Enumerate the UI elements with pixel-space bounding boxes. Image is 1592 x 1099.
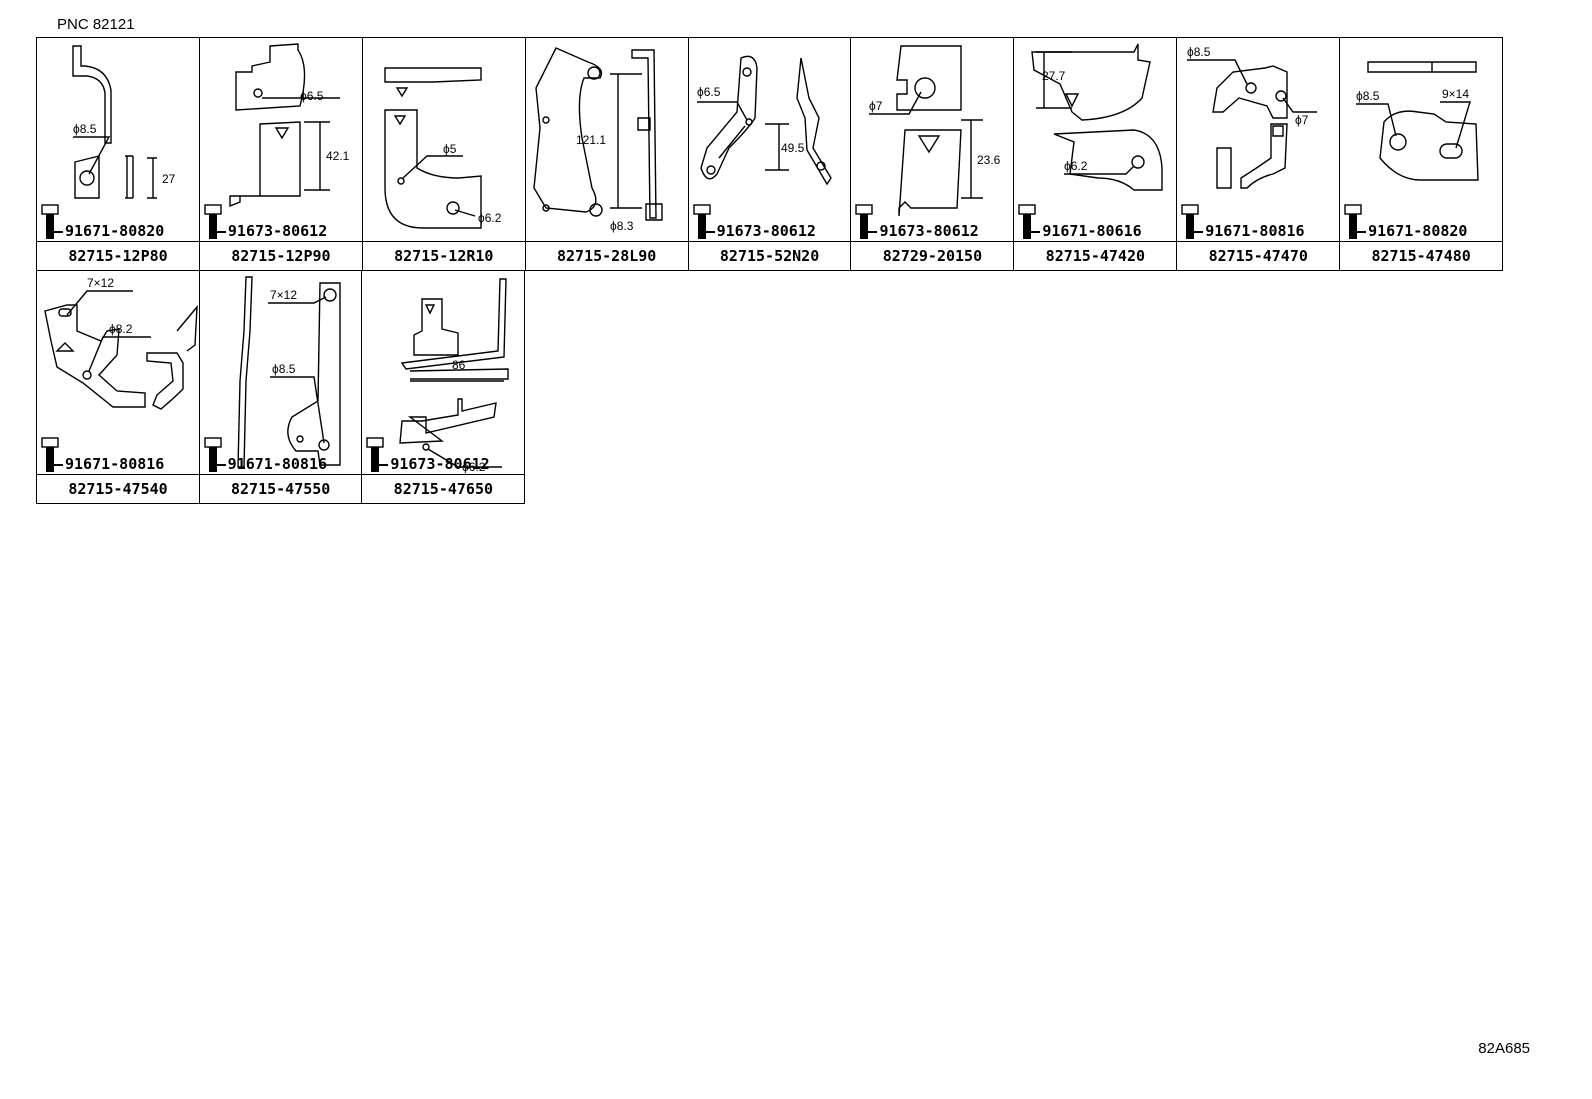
part-cell[interactable]: ϕ8.5 9×14 91671-80820 82715-47480 <box>1339 37 1504 271</box>
part-cell[interactable]: 27.7 ϕ6.2 91671-80616 82715-47420 <box>1013 37 1178 271</box>
svg-text:ϕ5: ϕ5 <box>443 142 457 156</box>
bolt-icon <box>1181 204 1199 239</box>
bolt-part-number: 91673-80612 <box>372 455 490 473</box>
bracket-drawing: ϕ5 ϕ6.2 <box>384 67 502 229</box>
bracket-drawing: 27.7 ϕ6.2 <box>1031 43 1164 191</box>
part-number: 82715-47470 <box>1177 241 1340 270</box>
bolt-part-number: 91673-80612 <box>861 222 979 240</box>
part-cell[interactable]: 86 ϕ6.2 91673-80612 82715-47650 <box>361 270 526 504</box>
bolt-icon <box>41 437 59 472</box>
part-number: 82715-47420 <box>1014 241 1177 270</box>
part-number: 82715-12P80 <box>37 241 199 270</box>
svg-text:9×14: 9×14 <box>1442 87 1469 101</box>
bracket-drawing: ϕ8.5 9×14 <box>1356 61 1479 181</box>
part-cell[interactable]: ϕ8.5 ϕ7 91671-80816 82715-47470 <box>1176 37 1341 271</box>
bolt-icon <box>1344 204 1362 239</box>
bolt-icon <box>203 437 222 472</box>
bolt-part-number: 91671-80816 <box>47 455 164 473</box>
svg-text:ϕ7: ϕ7 <box>869 99 883 113</box>
svg-text:ϕ6.2: ϕ6.2 <box>478 211 502 225</box>
part-number: 82715-47480 <box>1340 241 1503 270</box>
svg-text:121.1: 121.1 <box>576 133 606 147</box>
svg-text:27.7: 27.7 <box>1042 69 1066 83</box>
parts-row-1: ϕ8.5 27 91671-80820 82715-12P80 ϕ6.5 42 <box>36 37 1504 271</box>
svg-text:ϕ8.5: ϕ8.5 <box>1187 45 1211 59</box>
svg-text:7×12: 7×12 <box>87 276 114 290</box>
part-cell[interactable]: 7×12 ϕ8.2 91671-80816 82715-47540 <box>36 270 200 504</box>
bolt-icon <box>41 204 59 239</box>
part-number: 82715-12R10 <box>362 241 525 270</box>
part-number: 82715-47650 <box>362 474 525 503</box>
part-number: 82715-47550 <box>199 474 362 503</box>
svg-text:ϕ7: ϕ7 <box>1295 113 1309 127</box>
bracket-drawing: ϕ8.5 ϕ7 <box>1187 45 1318 189</box>
svg-text:ϕ6.5: ϕ6.5 <box>300 89 324 103</box>
part-number: 82715-52N20 <box>688 241 851 270</box>
part-number: 82715-28L90 <box>525 241 688 270</box>
bracket-drawing: ϕ6.5 49.5 <box>696 55 832 186</box>
bracket-drawing: ϕ7 23.6 <box>869 45 1001 217</box>
part-cell[interactable]: 7×12 ϕ8.5 91671-80816 82715-47550 <box>198 270 363 504</box>
svg-text:ϕ6.5: ϕ6.5 <box>697 85 721 99</box>
part-cell[interactable]: ϕ6.5 42.1 91673-80612 82715-12P90 <box>198 37 363 271</box>
svg-text:7×12: 7×12 <box>270 288 297 302</box>
bracket-drawing: ϕ6.5 42.1 <box>229 43 350 208</box>
svg-text:42.1: 42.1 <box>326 149 350 163</box>
svg-text:23.6: 23.6 <box>977 153 1001 167</box>
bolt-part-number: 91671-80820 <box>1350 222 1467 240</box>
svg-text:ϕ8.5: ϕ8.5 <box>73 122 97 136</box>
bolt-icon <box>855 204 874 239</box>
part-number: 82729-20150 <box>851 241 1014 270</box>
svg-text:ϕ8.2: ϕ8.2 <box>109 322 133 336</box>
bracket-drawing: ϕ8.5 27 <box>72 45 176 199</box>
bracket-drawing: 7×12 ϕ8.5 <box>236 276 341 468</box>
part-cell[interactable]: ϕ8.5 27 91671-80820 82715-12P80 <box>36 37 200 271</box>
part-cell[interactable]: ϕ7 23.6 91673-80612 82729-20150 <box>850 37 1015 271</box>
bolt-part-number: 91671-80820 <box>47 222 164 240</box>
bolt-part-number: 91671-80616 <box>1024 222 1142 240</box>
bolt-part-number: 91671-80816 <box>1187 222 1305 240</box>
pnc-label: PNC 82121 <box>57 16 135 33</box>
diagram-code: 82A685 <box>1478 1040 1530 1057</box>
bracket-drawing: 7×12 ϕ8.2 <box>44 276 198 410</box>
bracket-drawing: 86 ϕ6.2 <box>399 278 510 474</box>
svg-text:ϕ8.5: ϕ8.5 <box>1356 89 1380 103</box>
part-cell[interactable]: ϕ6.5 49.5 91673-80612 82715-52N20 <box>687 37 852 271</box>
bolt-icon <box>692 204 711 239</box>
part-number: 82715-47540 <box>37 474 199 503</box>
bolt-part-number: 91673-80612 <box>698 222 816 240</box>
bolt-part-number: 91673-80612 <box>209 222 327 240</box>
svg-text:27: 27 <box>162 172 176 186</box>
svg-text:ϕ8.3: ϕ8.3 <box>610 219 634 233</box>
svg-text:49.5: 49.5 <box>781 141 805 155</box>
part-number: 82715-12P90 <box>199 241 362 270</box>
bolt-part-number: 91671-80816 <box>209 455 327 473</box>
svg-text:ϕ8.5: ϕ8.5 <box>272 362 296 376</box>
svg-text:ϕ6.2: ϕ6.2 <box>1064 159 1088 173</box>
svg-text:86: 86 <box>452 358 466 372</box>
part-cell[interactable]: ϕ5 ϕ6.2 82715-12R10 <box>361 37 526 271</box>
bolt-icon <box>204 204 222 239</box>
bracket-drawing: 121.1 ϕ8.3 <box>532 47 663 233</box>
parts-row-2: 7×12 ϕ8.2 91671-80816 82715-47540 <box>36 270 526 504</box>
bolt-icon <box>1018 204 1037 239</box>
part-cell[interactable]: 121.1 ϕ8.3 82715-28L90 <box>524 37 689 271</box>
bolt-icon <box>366 437 385 472</box>
